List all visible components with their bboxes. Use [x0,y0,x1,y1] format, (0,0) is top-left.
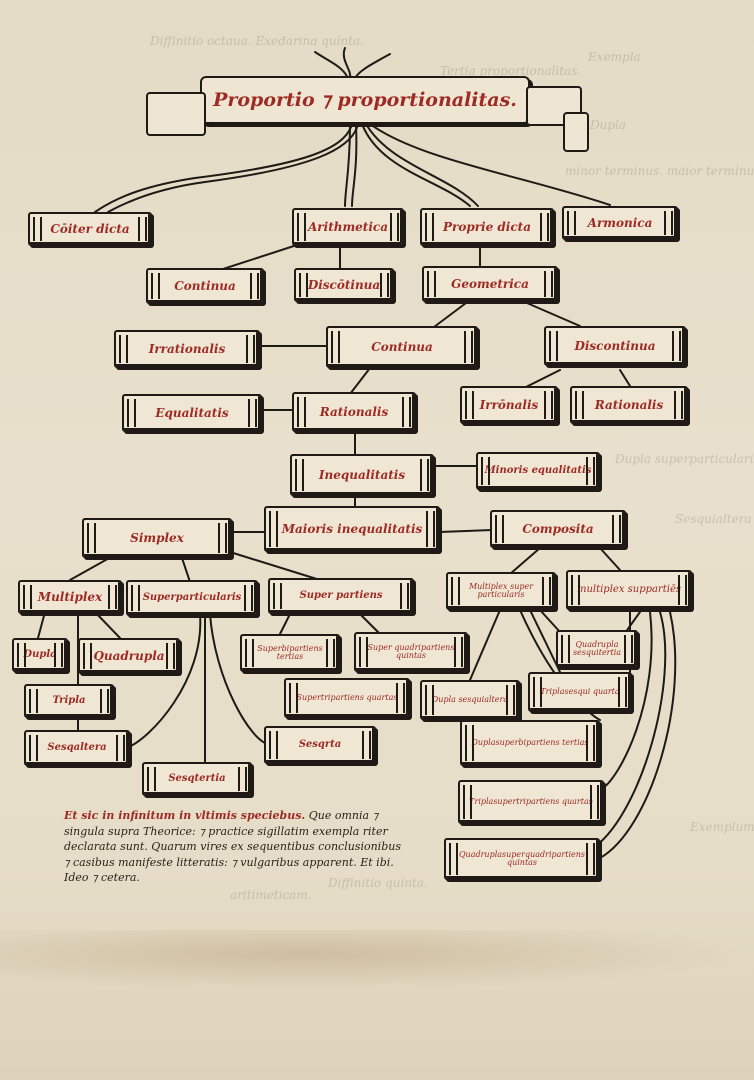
node-continua: Continua [146,268,264,304]
node-sesqaltera: Sesqaltera [24,730,130,766]
ghost-text: Exemplum [690,820,754,834]
node-arithmetica: Arithmetica [292,208,404,246]
ghost-text: Diffinitio octaua. Exedarina quinta. [150,34,365,48]
node-quadrupla-sesquitertia: Quadrupla sesquitertia [556,630,638,668]
node-coiter-dicta: Cōiter dicta [28,212,152,246]
node-quadrupla: Quadrupla [78,638,180,674]
node-sesqtertia: Sesqtertia [142,762,252,796]
node-supertripartiens-quartas: Supertripartiens quartas [284,678,410,718]
title-banner: Proportio ⁊ proportionalitas. [200,76,530,124]
node-continua-geometric: Continua [326,326,478,368]
node-composita: Composita [490,510,626,548]
node-equalitatis: Equalitatis [122,394,262,432]
banner-left-curl [146,92,206,136]
node-tripla-sesquiquarta: Triplasesqui quarta [528,672,632,712]
node-superparticularis: Superparticularis [126,580,258,616]
ghost-text: aritimeticam. [230,888,312,902]
node-duplasuperbipartiens-tertias: Duplasuperbipartiens tertias [460,720,600,766]
node-triplasupertripartiens-quartas: Triplasupertripartiens quartas [458,780,604,824]
node-rationalis-discontinua: Rationalis [570,386,688,424]
node-dupla-sesquialtera: Dupla sesquialtera [420,680,520,720]
node-proprie-dicta: Proprie dicta [420,208,554,246]
ghost-text: Dupla [590,118,627,132]
node-quadruplasuperquadripartiens-quintas: Quadruplasuperquadripartiens quintas [444,838,600,880]
node-superpartiens: Super partiens [268,578,414,614]
ghost-text: Exempla [588,50,641,64]
ghost-text: Diffinitio quinta. [328,876,428,890]
title-text: Proportio ⁊ proportionalitas. [213,89,517,111]
node-discontinua-geometric: Discontinua [544,326,686,366]
node-inequalitatis: Inequalitatis [290,454,434,496]
node-irrationalis: Irrationalis [114,330,260,368]
node-discontinua: Discōtinua [294,268,394,302]
colophon-rubric: Et sic in infinitum in vltimis speciebus… [64,809,306,822]
node-simplex: Simplex [82,518,232,558]
water-stain [0,930,754,990]
node-armonica: Armonica [562,206,678,240]
node-superquadripartiens-quintas: Super quadripartiens quintas [354,632,468,672]
node-maioris-inequalitatis: Maioris inequalitatis [264,506,440,552]
colophon-text: Et sic in infinitum in vltimis speciebus… [64,808,404,886]
node-dupla: Dupla [12,638,68,672]
node-multiplex-superpartiens: multiplex suppartiēs [566,570,692,610]
node-geometrica: Geometrica [422,266,558,302]
node-tripla: Tripla [24,684,114,718]
node-sesqrta: Sesqrta [264,726,376,764]
colophon-body: Que omnia ⁊ singula supra Theorice: ⁊ pr… [64,809,401,885]
node-superbipartiens-tertias: Superbipartiens tertias [240,634,340,672]
banner-right-tail [563,112,589,152]
ghost-text: Tertia proportionalitas. [440,64,582,78]
ghost-text: Sesquialtera [675,512,752,526]
node-multiplex: Multiplex [18,580,122,614]
node-minoris-equalitatis: Minoris equalitatis [476,452,600,490]
node-multiplex-superparticularis: Multiplex super particularis [446,572,556,610]
ghost-text: minor terminus. maior terminus. [565,164,754,178]
node-rationalis: Rationalis [292,392,416,432]
ghost-text: Dupla superparticularis [615,452,754,466]
node-irronalis: Irrōnalis [460,386,558,424]
